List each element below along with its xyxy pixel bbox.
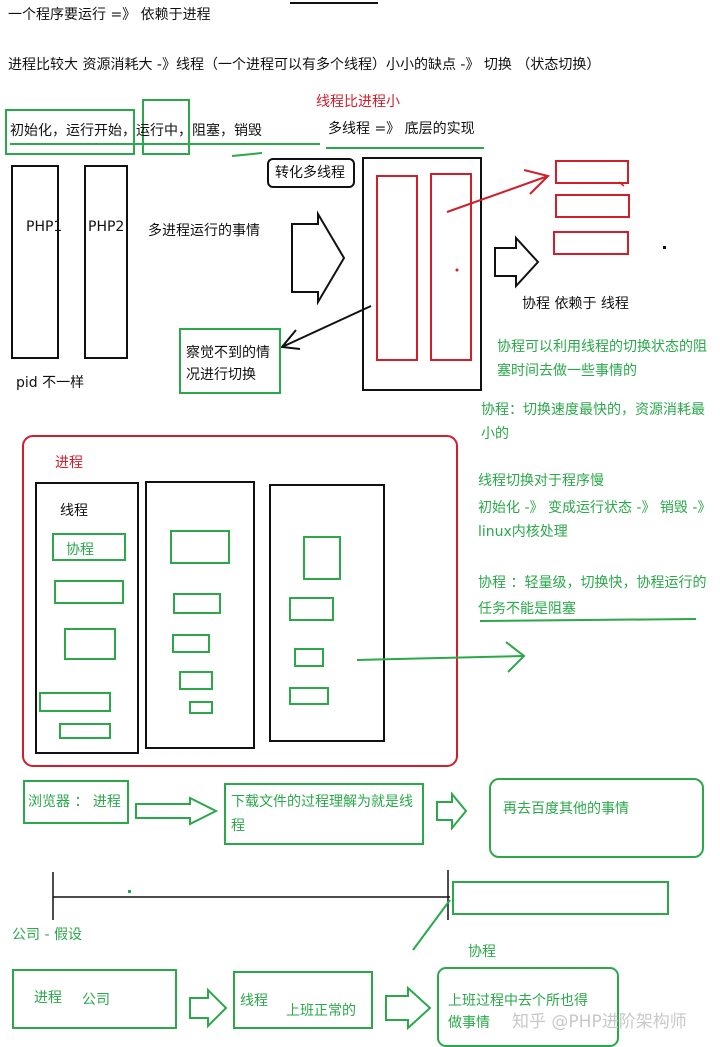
co-3c	[294, 648, 324, 667]
download-arrow	[436, 791, 468, 831]
process-frame	[22, 435, 458, 767]
multiprocess-label: 多进程运行的事情	[148, 223, 260, 239]
thread-slow-note: 线程切换对于程序慢	[478, 473, 604, 489]
header-line-2: 进程比较大 资源消耗大 -》线程（一个进程可以有多个线程）小小的缺点 -》 切换…	[8, 57, 601, 73]
work-normal-label: 上班正常的	[286, 1003, 356, 1019]
thread-arrow-line	[356, 655, 525, 661]
co-2c	[172, 634, 210, 653]
pid-label: pid 不一样	[16, 375, 85, 391]
coroutine-note-2: 协程：切换速度最快的，资源消耗最小的	[481, 402, 705, 442]
thread-smaller-note: 线程比进程小	[316, 94, 400, 110]
php2-label: PHP2	[88, 219, 125, 235]
bottom-arrow-1	[189, 987, 228, 1029]
coroutine-toilet-box	[437, 967, 619, 1047]
bottom-arrow-2	[385, 985, 432, 1031]
red-dot	[455, 268, 459, 272]
php1-column	[11, 165, 59, 359]
coroutine-box-label: 协程	[66, 542, 94, 558]
red-tick	[618, 181, 625, 187]
co-2e	[189, 701, 213, 714]
co-2a	[170, 530, 230, 564]
company-assume-label: 公司 - 假设	[12, 927, 82, 943]
convert-box	[267, 158, 355, 188]
coroutine-red-3	[553, 231, 629, 255]
coroutine-red-2	[555, 194, 630, 218]
red-arrowhead	[523, 169, 550, 195]
co-3a	[303, 536, 341, 580]
timeline-box	[452, 881, 669, 915]
bottom-company-label: 公司	[82, 992, 110, 1008]
thread-column-1	[35, 482, 139, 754]
process-company-box	[12, 969, 177, 1029]
init-frame	[5, 109, 135, 155]
light-note: 协程 ：轻量级，切换快，协程运行的任务不能是阻塞	[478, 575, 707, 617]
header-line-1: 一个程序要运行 =》 依赖于进程	[8, 7, 211, 23]
small-green-stroke	[231, 152, 263, 157]
thread-label: 线程	[60, 503, 88, 519]
browser-box	[23, 780, 129, 824]
coroutine-note-1: 协程可以利用线程的切换状态的阻塞时间去做一些事情的	[497, 339, 707, 379]
co-3d	[289, 687, 329, 705]
connector-arrowhead	[280, 329, 301, 350]
note-underline	[479, 618, 697, 622]
browser-label: 浏览器 ： 进程	[28, 794, 121, 810]
thread-arrowhead	[505, 641, 526, 673]
php2-column	[84, 165, 128, 359]
thread-red-1	[376, 175, 418, 361]
unnoticed-label: 察觉不到的情况进行切换	[186, 345, 270, 383]
running-frame	[142, 99, 190, 155]
baidu-box	[489, 778, 704, 858]
coroutine-pointer	[412, 899, 451, 951]
lifecycle-text: 初始化，运行开始，运行中，阻塞，销毁	[10, 123, 262, 139]
download-box	[224, 783, 424, 845]
connector-line	[281, 305, 372, 348]
co-1b	[54, 580, 124, 604]
big-arrow	[291, 210, 346, 306]
thread-red-2	[430, 173, 472, 361]
states-note: 初始化 -》 变成运行状态 -》 销毁 -》linux内核处理	[478, 500, 705, 540]
watermark: 知乎 @PHP进阶架构师	[512, 1012, 687, 1032]
multithread-container	[362, 157, 482, 391]
thread-column-3	[269, 484, 385, 742]
coroutine-red-1	[555, 160, 629, 184]
download-label: 下载文件的过程理解为就是线程	[231, 794, 413, 834]
coroutine-depends: 协程 依赖于 线程	[522, 296, 629, 312]
red-arrow-line	[446, 175, 549, 213]
thread-column-2	[145, 481, 255, 749]
green-dot	[128, 890, 131, 893]
bottom-thread-label: 线程	[240, 993, 268, 1009]
co-1d	[39, 692, 111, 712]
unnoticed-box	[179, 328, 281, 394]
multithread-text: 多线程 =》 底层的实现	[328, 121, 475, 137]
black-dot	[663, 246, 666, 249]
co-1e	[59, 723, 111, 739]
bottom-process-label: 进程	[34, 990, 62, 1006]
co-2d	[179, 671, 213, 690]
process-label: 进程	[55, 455, 83, 471]
co-1a	[52, 533, 126, 561]
browser-arrow	[135, 796, 219, 826]
co-3b	[289, 597, 334, 621]
baidu-label: 再去百度其他的事情	[503, 801, 629, 817]
convert-label: 转化多线程	[275, 165, 345, 181]
thread-work-box	[233, 971, 373, 1029]
toilet-label: 上班过程中去个所也得做事情	[448, 993, 588, 1031]
co-2b	[173, 593, 221, 614]
coroutine-label: 协程	[468, 944, 496, 960]
small-arrow	[494, 235, 540, 289]
co-1c	[64, 628, 116, 660]
php1-label: PHP1	[26, 219, 63, 235]
